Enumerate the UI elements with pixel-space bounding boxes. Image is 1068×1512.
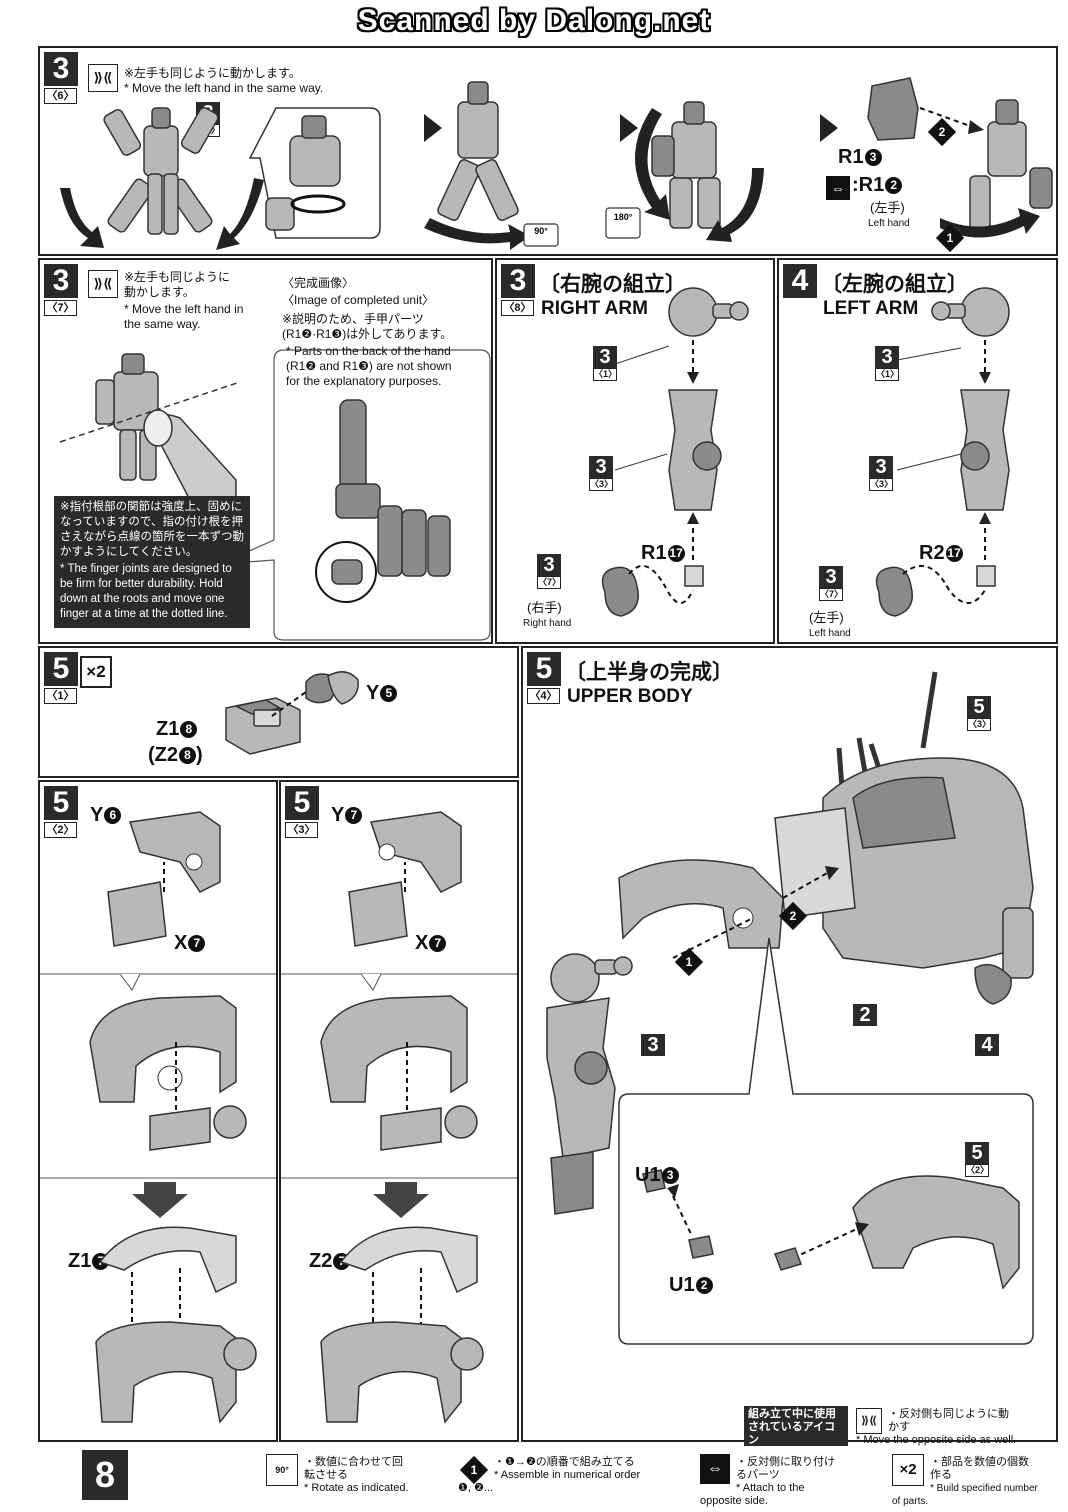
svg-text:90°: 90°	[534, 226, 548, 236]
step-note-jp: ※左手も同じように動かします。	[124, 270, 231, 299]
substep-label: 〈6〉	[44, 88, 77, 104]
ref-3-7: 3〈7〉	[537, 554, 562, 589]
left-hand-en: Left hand	[809, 628, 851, 639]
left-hand-jp: (左手)	[870, 200, 905, 215]
mirror-icon: ⟫⟪	[88, 64, 118, 92]
section-title-jp: 〔右腕の組立〕	[539, 273, 686, 296]
ref-3-3: 3〈3〉	[869, 456, 894, 491]
substep-label: 〈8〉	[501, 300, 534, 316]
order-2-badge: 2	[927, 117, 958, 147]
substep-label: 〈4〉	[527, 688, 560, 704]
legend-order: 1 ・❶→❷の順番で組み立てる * Assemble in numerical …	[458, 1455, 641, 1494]
right-hand-en: Right hand	[523, 618, 572, 629]
completed-image-en: 〈Image of completed unit〉	[282, 293, 435, 307]
ref-3-1: 3〈1〉	[875, 346, 900, 381]
order-2-badge: 2	[778, 901, 809, 931]
step-5-2-panel: 5 〈2〉 Y6 X7 Z17	[38, 780, 278, 1442]
step-3-6-panel: 3 〈6〉 ⟫⟪ ※左手も同じように動かします。 * Move the left…	[38, 46, 1058, 256]
completed-image-jp: 〈完成画像〉	[282, 276, 355, 290]
ref-3-1: 3〈1〉	[593, 346, 618, 381]
right-arm-exploded	[601, 287, 749, 617]
step-number: 5	[527, 652, 561, 686]
step-5-3-panel: 5 〈3〉 Y7 X7 Z27	[279, 780, 519, 1442]
left-arm-exploded	[875, 287, 1010, 617]
section-title-jp: 〔上半身の完成〕	[565, 661, 733, 684]
part-5-2-figure	[40, 811, 276, 1424]
multiplier-icon: ×2	[892, 1454, 924, 1486]
step-number: 5	[44, 652, 78, 686]
right-hand-jp: (右手)	[527, 600, 562, 615]
upper-body-figure	[546, 671, 1034, 1345]
step-number: 5	[285, 786, 319, 820]
ref-3-3: 3〈3〉	[589, 456, 614, 491]
mirror-icon: ⟫⟪	[856, 1408, 882, 1434]
explain-en: * Parts on the back of the hand (R1❷ and…	[286, 344, 452, 388]
left-hand-jp: (左手)	[809, 610, 844, 625]
legend-rotate: 90° ・数値に合わせて回転させる * Rotate as indicated.	[266, 1454, 409, 1495]
hand-pinch-figure	[59, 349, 491, 641]
opposite-side-icon: ⇔	[826, 176, 850, 200]
section-title-en: UPPER BODY	[567, 686, 693, 707]
section-title-en: RIGHT ARM	[541, 298, 648, 319]
robot-figure-spread: 90° 180°	[60, 77, 1053, 250]
scanner-banner: Scanned by Dalong.net	[357, 4, 711, 37]
mirror-icon: ⟫⟪	[88, 270, 118, 298]
opposite-side-icon: ⇔	[700, 1454, 730, 1484]
label-arm-4: 4	[975, 1034, 999, 1056]
step-5-4-panel: 5 〈4〉 〔上半身の完成〕 UPPER BODY	[521, 646, 1058, 1442]
page-number: 8	[82, 1450, 128, 1500]
step-note-en: * Move the left hand in the same way.	[124, 81, 324, 95]
part-5-1-figure	[225, 671, 359, 755]
order-1-badge: 1	[674, 947, 705, 977]
step-3-7-panel: 3 〈7〉 ⟫⟪ ※左手も同じように動かします。 * Move the left…	[38, 258, 493, 644]
ref-3-7: 3〈7〉	[819, 566, 844, 601]
explain-jp: ※説明のため、手甲パーツ (R1❷·R1❸)は外してあります。	[282, 312, 453, 341]
section-title-jp: 〔左腕の組立〕	[821, 273, 968, 296]
step-note-en: * Move the left hand in the same way.	[124, 302, 244, 331]
ref-5-2: 5〈2〉	[965, 1142, 990, 1177]
legend-mirror: ⟫⟪ ・反対側も同じように動かす * Move the opposite sid…	[856, 1408, 1017, 1446]
substep-label: 〈3〉	[285, 822, 318, 838]
order-1-badge: 1	[935, 223, 966, 253]
substep-label: 〈2〉	[44, 822, 77, 838]
label-torso-2: 2	[853, 1004, 877, 1026]
legend-header: 組み立て中に使用されているアイコン Symbols used in instru…	[744, 1406, 848, 1471]
step-note-jp: ※左手も同じように動かします。	[124, 66, 301, 80]
multiplier-badge: ×2	[80, 656, 112, 688]
order-icon: 1	[459, 1455, 489, 1485]
step-number: 3	[44, 264, 78, 298]
step-number: 4	[783, 264, 817, 298]
step-number: 3	[501, 264, 535, 298]
legend-opposite: ⇔ ・反対側に取り付けるパーツ * Attach to the opposite…	[700, 1454, 835, 1507]
step-number: 3	[44, 52, 78, 86]
step-number: 5	[44, 786, 78, 820]
label-arm-3: 3	[641, 1034, 665, 1056]
substep-label: 〈1〉	[44, 688, 77, 704]
svg-text:180°: 180°	[614, 212, 633, 222]
section-title-en: LEFT ARM	[823, 298, 919, 319]
legend-multiply: ×2 ・部品を数値の個数作る * Build specified number …	[892, 1454, 1038, 1507]
left-hand-en: Left hand	[868, 218, 910, 229]
part-5-3-figure	[281, 811, 517, 1424]
finger-joint-warning: ※指付根部の関節は強度上、固めになっていますので、指の付け根を押さえながら点線の…	[54, 496, 250, 628]
rotate-icon: 90°	[266, 1454, 298, 1486]
step-3-8-panel: 3 〈8〉 〔右腕の組立〕 RIGHT ARM 3〈1〉 3〈3〉 3〈7〉 R…	[495, 258, 775, 644]
substep-label: 〈7〉	[44, 300, 77, 316]
ref-5-3: 5〈3〉	[967, 696, 992, 731]
